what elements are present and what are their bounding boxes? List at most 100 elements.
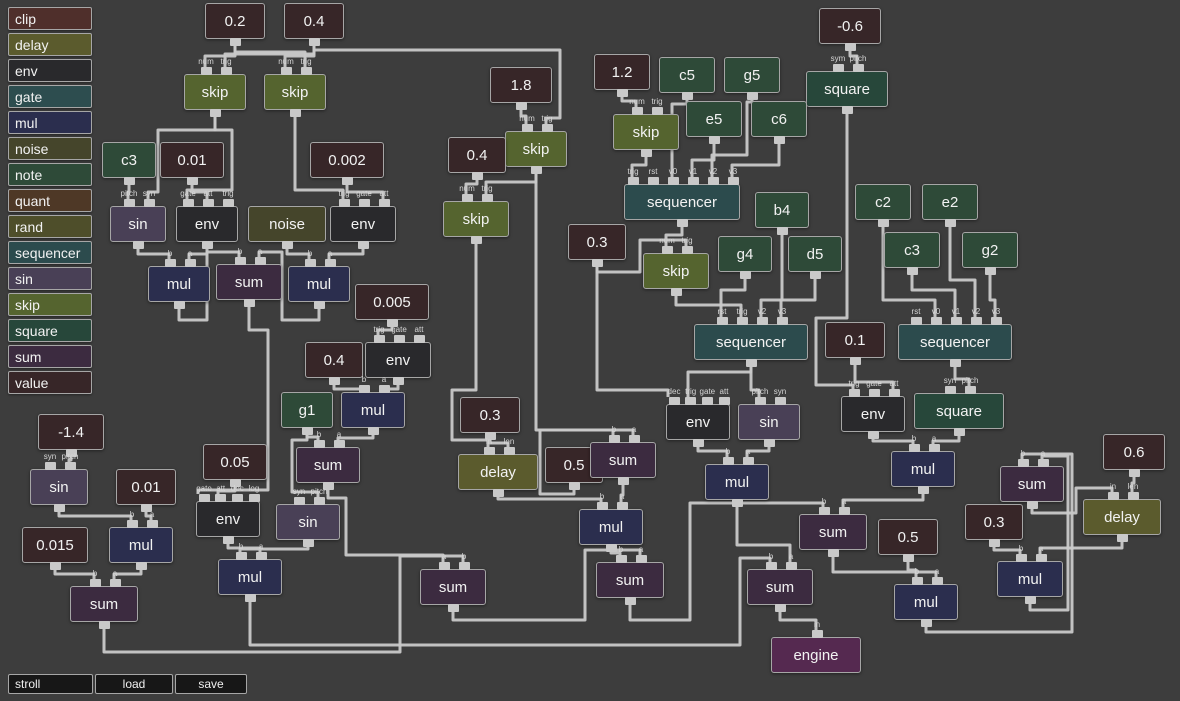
input-port-b[interactable] [818,507,830,515]
input-port-syn[interactable] [293,497,305,505]
input-port-gate[interactable] [701,397,713,405]
output-port[interactable] [222,536,234,544]
input-port-att[interactable] [888,389,900,397]
input-port-a[interactable] [616,502,628,510]
input-port-b[interactable] [765,562,777,570]
input-port-trig[interactable] [220,67,232,75]
input-port-a[interactable] [333,440,345,448]
input-port-a[interactable] [1037,459,1049,467]
output-port[interactable] [746,92,758,100]
output-port[interactable] [617,477,629,485]
node-note-e5[interactable]: e5 [686,101,742,144]
input-port-b[interactable] [235,552,247,560]
output-port[interactable] [949,359,961,367]
output-port[interactable] [229,38,241,46]
input-port-trig[interactable] [848,389,860,397]
node-note-c6[interactable]: c6 [751,101,807,144]
input-port-v1[interactable] [687,177,699,185]
node-note-c3a[interactable]: c3 [102,142,156,185]
sidebar-item-rand[interactable]: rand [8,215,92,238]
stroll-button[interactable]: stroll [8,674,93,694]
input-port-trig[interactable] [651,107,663,115]
input-port-a[interactable] [378,385,390,393]
output-port[interactable] [1128,469,1140,477]
output-port[interactable] [605,544,617,552]
node-value-neg0.6[interactable]: -0.6 [819,8,881,51]
output-port[interactable] [289,109,301,117]
output-port[interactable] [173,301,185,309]
input-port-num[interactable] [521,124,533,132]
output-port[interactable] [281,241,293,249]
input-port-a[interactable] [324,259,336,267]
input-port-pitch[interactable] [852,64,864,72]
node-note-e2[interactable]: e2 [922,184,978,227]
output-port[interactable] [229,479,241,487]
input-port-a[interactable] [838,507,850,515]
node-noise-1[interactable]: noise [248,206,326,249]
load-button[interactable]: load [95,674,173,694]
output-port[interactable] [676,219,688,227]
node-value-0.4a[interactable]: 0.4 [284,3,344,46]
sidebar-item-note[interactable]: note [8,163,92,186]
input-port-trig[interactable] [338,199,350,207]
output-port[interactable] [917,486,929,494]
input-port-len[interactable] [503,447,515,455]
output-port[interactable] [492,489,504,497]
node-note-g2[interactable]: g2 [962,232,1018,275]
input-port-a[interactable] [635,555,647,563]
node-note-b4[interactable]: b4 [755,192,809,235]
input-port-gate[interactable] [182,199,194,207]
input-port-a[interactable] [931,577,943,585]
input-port-pitch[interactable] [964,386,976,394]
input-port-b[interactable] [313,440,325,448]
output-port[interactable] [123,177,135,185]
output-port[interactable] [301,427,313,435]
sidebar-item-gate[interactable]: gate [8,85,92,108]
input-port-att[interactable] [215,494,227,502]
input-port-trig[interactable] [627,177,639,185]
output-port[interactable] [186,177,198,185]
input-port-a[interactable] [184,259,196,267]
input-port-num[interactable] [631,107,643,115]
input-port-v0[interactable] [667,177,679,185]
input-port-v1[interactable] [950,317,962,325]
input-port-dec[interactable] [668,397,680,405]
input-port-syn[interactable] [774,397,786,405]
output-port[interactable] [988,539,1000,547]
input-port-trig[interactable] [373,335,385,343]
sidebar-item-delay[interactable]: delay [8,33,92,56]
output-port[interactable] [849,357,861,365]
output-port[interactable] [867,431,879,439]
input-port-trig[interactable] [736,317,748,325]
input-port-pitch[interactable] [313,497,325,505]
output-port[interactable] [98,621,110,629]
output-port[interactable] [745,359,757,367]
output-port[interactable] [308,38,320,46]
output-port[interactable] [322,482,334,490]
input-port-a[interactable] [1035,554,1047,562]
output-port[interactable] [681,92,693,100]
node-value-0.3b[interactable]: 0.3 [460,397,520,440]
save-button[interactable]: save [175,674,247,694]
node-note-c5[interactable]: c5 [659,57,715,100]
input-port-v3[interactable] [990,317,1002,325]
output-port[interactable] [773,136,785,144]
output-port[interactable] [484,432,496,440]
output-port[interactable] [328,377,340,385]
input-port-b[interactable] [1015,554,1027,562]
input-port-in[interactable] [811,630,823,638]
